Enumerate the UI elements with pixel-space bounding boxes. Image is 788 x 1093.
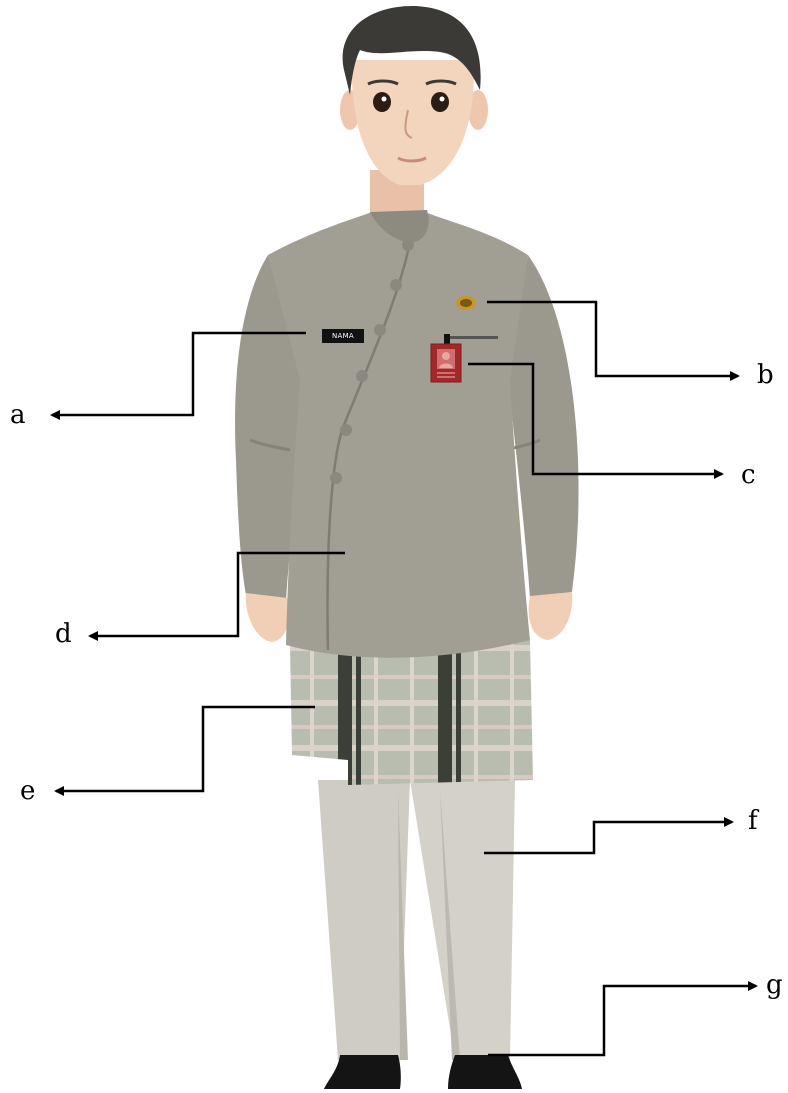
label-g: g <box>766 970 783 1000</box>
crest-badge <box>456 296 476 310</box>
leader-line-f <box>484 817 734 855</box>
leader-line-c <box>468 362 724 479</box>
leader-lines <box>50 300 758 1057</box>
hands <box>245 592 573 642</box>
label-e: e <box>20 776 36 806</box>
label-a: a <box>10 400 26 430</box>
trousers <box>318 780 515 1060</box>
leader-line-g <box>488 981 758 1057</box>
leader-line-b <box>487 300 740 381</box>
shoes <box>324 1055 522 1089</box>
leader-line-a <box>50 331 306 420</box>
id-card <box>430 334 498 383</box>
label-f: f <box>748 806 758 836</box>
baju-melayu-shirt <box>268 210 530 658</box>
label-c: c <box>741 460 756 490</box>
name-tag: NAMA <box>322 329 364 343</box>
label-d: d <box>55 619 72 649</box>
leader-line-e <box>54 705 315 796</box>
head <box>340 5 488 185</box>
label-b: b <box>757 360 774 390</box>
sleeves <box>235 255 579 600</box>
leader-line-d <box>88 551 345 641</box>
sarong <box>290 640 533 785</box>
